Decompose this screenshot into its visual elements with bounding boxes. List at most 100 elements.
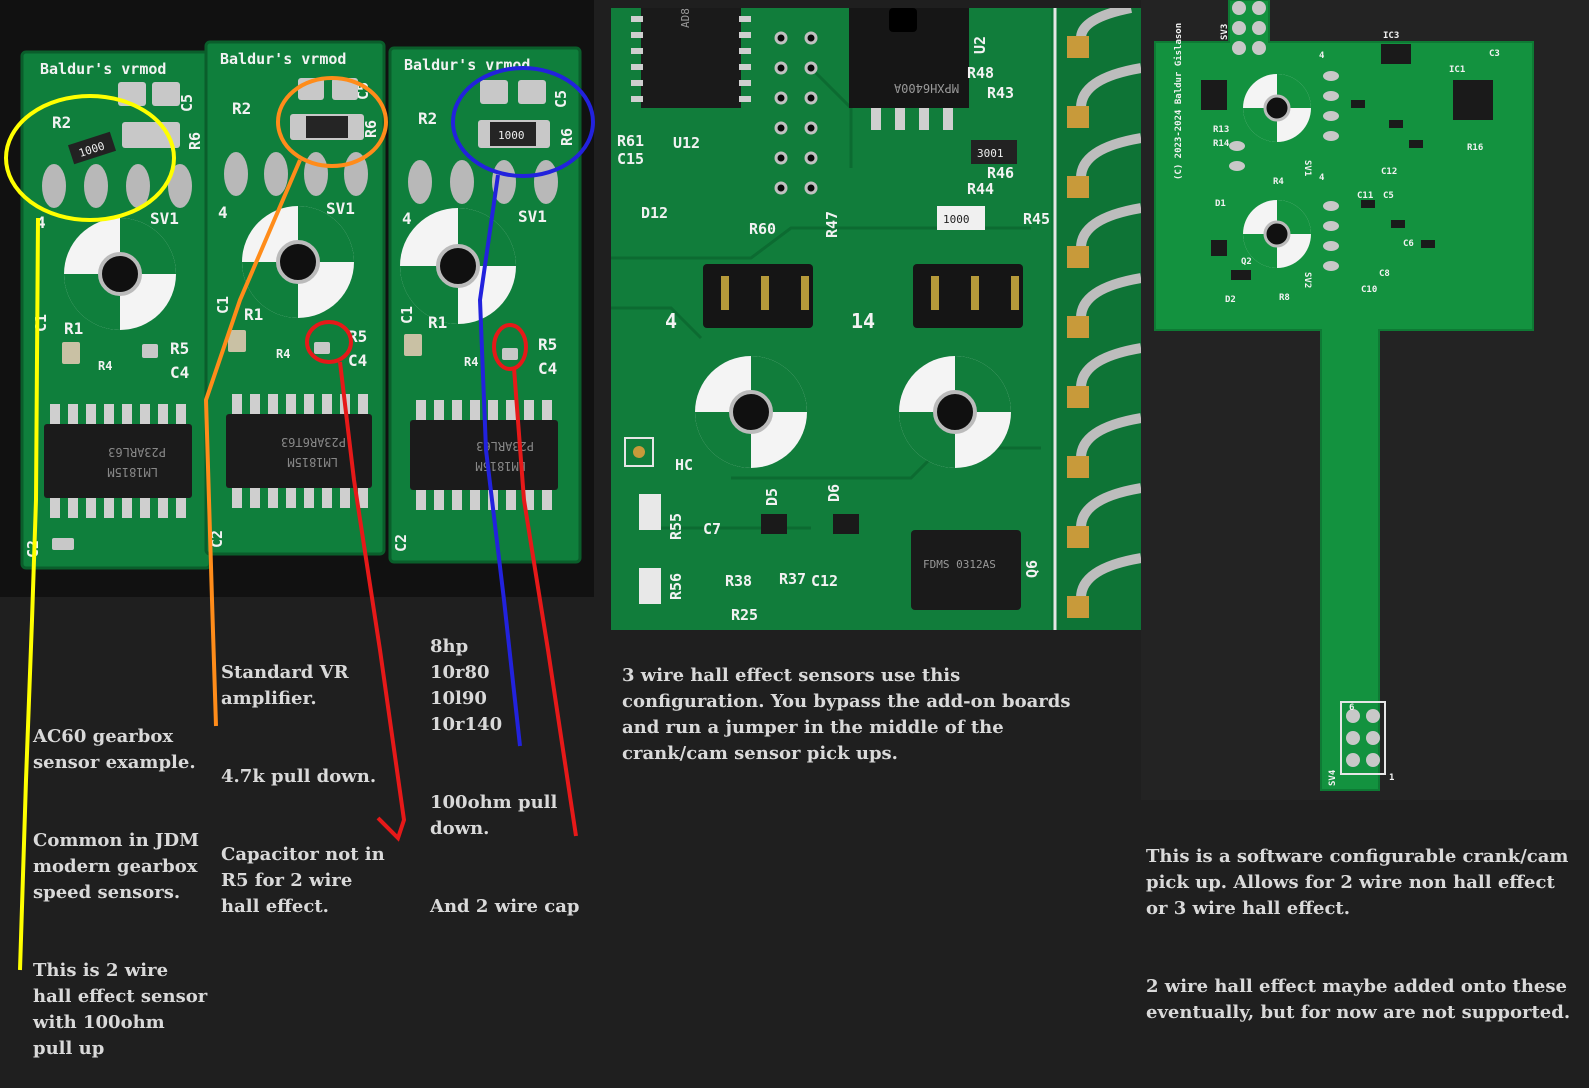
svg-text:R5: R5 — [348, 327, 367, 346]
board-title: Baldur's vrmod — [40, 60, 166, 78]
svg-text:R4: R4 — [98, 359, 112, 373]
mainboard-closeup-photo: AD8608 MPXH6400A 3001 1000 FDMS 0312AS R — [611, 8, 1141, 630]
svg-text:C12: C12 — [1381, 167, 1397, 177]
svg-text:R46: R46 — [987, 164, 1014, 182]
svg-text:U12: U12 — [673, 134, 700, 152]
svg-text:C4: C4 — [538, 359, 557, 378]
svg-text:Baldur's vrmod: Baldur's vrmod — [220, 50, 346, 68]
note-col1-line1: AC60 gearbox sensor example. — [33, 726, 196, 773]
note-right: This is a software configurable crank/ca… — [1146, 818, 1571, 1052]
note-col3-line2: 100ohm pull down. — [430, 792, 558, 839]
svg-text:R2: R2 — [52, 113, 71, 132]
svg-text:C8: C8 — [1379, 269, 1390, 279]
svg-text:SV4: SV4 — [1328, 769, 1338, 786]
svg-text:(C) 2023-2024 Baldur Gislason: (C) 2023-2024 Baldur Gislason — [1173, 23, 1184, 180]
svg-text:AD8608: AD8608 — [679, 8, 692, 28]
svg-text:C12: C12 — [811, 572, 838, 590]
vrmod-board-1: Baldur's vrmod R2 C5 R6 1000 4 SV1 C1 R1… — [20, 50, 212, 570]
svg-text:IC1: IC1 — [1449, 65, 1465, 75]
note-col1-line2: Common in JDM modern gearbox speed senso… — [33, 830, 200, 903]
svg-text:SV1: SV1 — [518, 207, 547, 226]
svg-text:LM1815M: LM1815M — [287, 455, 338, 469]
svg-text:R2: R2 — [418, 109, 437, 128]
svg-text:C5: C5 — [552, 90, 570, 108]
svg-text:6: 6 — [1349, 703, 1354, 713]
svg-text:C1: C1 — [398, 306, 416, 324]
svg-text:C2: C2 — [24, 540, 42, 558]
svg-text:C15: C15 — [617, 150, 644, 168]
svg-text:R8: R8 — [1279, 293, 1290, 303]
svg-text:P23AR6T63: P23AR6T63 — [281, 435, 346, 449]
note-col2-line1: Standard VR amplifier. — [221, 662, 349, 709]
svg-text:Baldur's vrmod: Baldur's vrmod — [404, 56, 530, 74]
note-col2: Standard VR amplifier. 4.7k pull down. C… — [221, 634, 396, 946]
vrmod-board-3: Baldur's vrmod R2 C5 R6 1000 4 SV1 C1 R1… — [388, 46, 582, 564]
svg-text:C2: C2 — [392, 534, 410, 552]
svg-text:C5: C5 — [178, 94, 196, 112]
svg-text:Q6: Q6 — [1023, 560, 1041, 578]
note-right-line1: This is a software configurable crank/ca… — [1146, 846, 1569, 919]
svg-text:LM1815M: LM1815M — [107, 465, 158, 479]
svg-text:4: 4 — [36, 213, 46, 232]
svg-text:R55: R55 — [667, 513, 685, 540]
svg-text:C1: C1 — [32, 314, 50, 332]
svg-text:R1: R1 — [428, 313, 447, 332]
svg-text:1000: 1000 — [498, 129, 525, 142]
svg-text:R25: R25 — [731, 606, 758, 624]
note-middle: 3 wire hall effect sensors use this conf… — [622, 637, 1102, 793]
svg-text:P23ARL63: P23ARL63 — [108, 445, 166, 459]
svg-text:R2: R2 — [232, 99, 251, 118]
svg-text:P23ARL63: P23ARL63 — [476, 439, 534, 453]
svg-text:R44: R44 — [967, 180, 994, 198]
svg-text:HC: HC — [675, 456, 693, 474]
svg-text:R6: R6 — [362, 120, 380, 138]
crank-cam-pickup-photo: SV3 IC3 C3 IC1 R13 R14 R16 SV1 SV2 C12 C… — [1141, 0, 1589, 800]
note-col2-line2: 4.7k pull down. — [221, 766, 377, 787]
svg-text:SV2: SV2 — [1302, 272, 1312, 288]
svg-text:R5: R5 — [538, 335, 557, 354]
svg-text:R38: R38 — [725, 572, 752, 590]
svg-text:R60: R60 — [749, 220, 776, 238]
svg-text:1: 1 — [1389, 773, 1394, 783]
svg-text:4: 4 — [1319, 173, 1325, 183]
note-col2-line3: Capacitor not in R5 for 2 wire hall effe… — [221, 844, 385, 917]
svg-text:D6: D6 — [825, 484, 843, 502]
svg-text:R37: R37 — [779, 570, 806, 588]
svg-text:C4: C4 — [348, 351, 367, 370]
svg-text:D5: D5 — [763, 488, 781, 506]
svg-text:R1: R1 — [244, 305, 263, 324]
note-right-line2: 2 wire hall effect maybe added onto thes… — [1146, 976, 1571, 1023]
svg-text:3001: 3001 — [977, 147, 1004, 160]
svg-text:C3: C3 — [1489, 49, 1500, 59]
svg-text:R4: R4 — [1273, 177, 1284, 187]
svg-text:D1: D1 — [1215, 199, 1226, 209]
svg-text:D2: D2 — [1225, 295, 1236, 305]
svg-text:R16: R16 — [1467, 143, 1483, 153]
svg-text:R4: R4 — [276, 347, 290, 361]
svg-text:4: 4 — [218, 203, 228, 222]
svg-text:C4: C4 — [170, 363, 189, 382]
note-col3: 8hp 10r80 10l90 10r140 100ohm pull down.… — [430, 608, 595, 946]
svg-text:FDMS 0312AS: FDMS 0312AS — [923, 558, 996, 571]
svg-text:4: 4 — [402, 209, 412, 228]
svg-text:R13: R13 — [1213, 125, 1229, 135]
svg-text:4: 4 — [665, 309, 677, 333]
svg-text:C10: C10 — [1361, 285, 1377, 295]
svg-text:IC3: IC3 — [1383, 31, 1399, 41]
svg-text:MPXH6400A: MPXH6400A — [893, 81, 959, 95]
svg-text:R48: R48 — [967, 64, 994, 82]
note-col1-line3: This is 2 wire hall effect sensor with 1… — [33, 960, 208, 1059]
note-col1: AC60 gearbox sensor example. Common in J… — [33, 698, 208, 1088]
svg-text:C11: C11 — [1357, 191, 1373, 201]
svg-text:LM1815M: LM1815M — [475, 459, 526, 473]
svg-text:4: 4 — [1319, 51, 1325, 61]
vrmod-boards-photo: Baldur's vrmod R2 C5 R6 1000 4 SV1 C1 R1… — [0, 0, 594, 597]
svg-text:C6: C6 — [1403, 239, 1414, 249]
note-col3-line3: And 2 wire cap — [430, 896, 580, 917]
svg-text:C5: C5 — [1383, 191, 1394, 201]
svg-text:R45: R45 — [1023, 210, 1050, 228]
svg-text:C7: C7 — [703, 520, 721, 538]
svg-text:D12: D12 — [641, 204, 668, 222]
svg-text:14: 14 — [851, 309, 875, 333]
svg-text:C2: C2 — [208, 530, 226, 548]
